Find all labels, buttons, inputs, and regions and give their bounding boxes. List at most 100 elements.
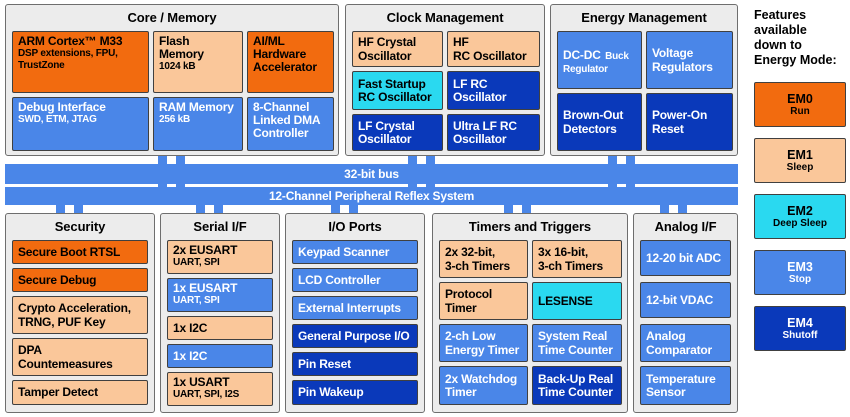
- legend-item-em4-id: EM4: [787, 315, 813, 330]
- block-general-purpose-io-title: General Purpose I/O: [298, 328, 410, 343]
- block-debug-interface-title: Debug Interface: [18, 100, 106, 114]
- bus-link-d: [426, 184, 435, 187]
- block-general-purpose-io: General Purpose I/O: [292, 324, 418, 348]
- block-1x-eusart-title: 1x EUSART: [173, 281, 238, 295]
- bus-stub-clock-b: [426, 156, 435, 165]
- block-buck-label: Buck: [605, 50, 629, 62]
- legend-item-em2-id: EM2: [787, 203, 813, 218]
- block-tamper-detect: Tamper Detect: [12, 380, 148, 405]
- bus-peripheral-reflex-system: 12-Channel Peripheral Reflex System: [5, 187, 738, 205]
- panel-body-serial-if: 2x EUSART UART, SPI 1x EUSART UART, SPI …: [167, 240, 273, 407]
- bus-stub-core-memory-b: [176, 156, 185, 165]
- panel-io-ports: I/O Ports Keypad Scanner LCD Controller …: [285, 213, 425, 413]
- legend-item-em1: EM1 Sleep: [754, 138, 846, 183]
- block-lesense: LESENSE: [532, 282, 622, 320]
- block-2x-32bit-timers-title: 2x 32-bit,3-ch Timers: [445, 245, 510, 273]
- legend-item-em2-name: Deep Sleep: [773, 217, 827, 229]
- block-debug-interface: Debug Interface SWD, ETM, JTAG: [12, 97, 149, 151]
- bus-stub-security-a: [56, 205, 65, 214]
- legend-item-em3: EM3 Stop: [754, 250, 846, 295]
- panel-title-core-memory: Core / Memory: [127, 10, 217, 25]
- block-crypto-acceleration-title: Crypto Acceleration,TRNG, PUF Key: [18, 301, 131, 329]
- block-crypto-acceleration: Crypto Acceleration,TRNG, PUF Key: [12, 296, 148, 334]
- block-arm-cortex-m33: ARM Cortex™ M33 DSP extensions, FPU,Trus…: [12, 31, 149, 93]
- panel-analog-if: Analog I/F 12-20 bit ADC 12-bit VDAC Ana…: [633, 213, 738, 413]
- legend-item-em3-id: EM3: [787, 259, 813, 274]
- bus-stub-serial-a: [196, 205, 205, 214]
- block-ram-memory-title: RAM Memory: [159, 100, 234, 114]
- bus-peripheral-reflex-system-label: 12-Channel Peripheral Reflex System: [268, 189, 475, 203]
- bus-stub-timers-a: [504, 205, 513, 214]
- block-secure-boot-rtsl: Secure Boot RTSL: [12, 240, 148, 264]
- block-2x-eusart-sub: UART, SPI: [173, 257, 220, 269]
- panel-title-timers-triggers: Timers and Triggers: [468, 219, 592, 234]
- legend-item-em4: EM4 Shutoff: [754, 306, 846, 351]
- bus-32-bit-label: 32-bit bus: [344, 167, 399, 181]
- block-dcdc-buck-regulator-sub: Regulator: [563, 63, 608, 75]
- bus-stub-io-a: [331, 205, 340, 214]
- block-1x-usart: 1x USART UART, SPI, I2S: [167, 372, 273, 406]
- block-1x-eusart: 1x EUSART UART, SPI: [167, 278, 273, 312]
- legend-title-line-3: down to: [754, 38, 802, 52]
- legend-item-em0-name: Run: [790, 105, 810, 117]
- block-1x-usart-sub: UART, SPI, I2S: [173, 389, 240, 401]
- block-secure-debug-title: Secure Debug: [18, 272, 97, 287]
- block-pin-wakeup-title: Pin Wakeup: [298, 385, 364, 400]
- block-pin-reset-title: Pin Reset: [298, 356, 351, 371]
- block-pin-wakeup: Pin Wakeup: [292, 380, 418, 405]
- block-lcd-controller: LCD Controller: [292, 268, 418, 292]
- legend-title: Features available down to Energy Mode:: [754, 8, 846, 68]
- bus-link-e: [608, 184, 617, 187]
- panel-serial-if: Serial I/F 2x EUSART UART, SPI 1x EUSART…: [160, 213, 280, 413]
- block-1x-eusart-sub: UART, SPI: [173, 295, 220, 307]
- panel-title-security: Security: [54, 219, 106, 234]
- block-external-interrupts-title: External Interrupts: [298, 300, 401, 315]
- block-adc-title: 12-20 bit ADC: [646, 250, 721, 265]
- block-external-interrupts: External Interrupts: [292, 296, 418, 320]
- block-3x-16bit-timers: 3x 16-bit,3-ch Timers: [532, 240, 622, 278]
- panel-title-analog-if: Analog I/F: [654, 219, 717, 234]
- block-dcdc-label: DC-DC: [563, 47, 601, 62]
- bus-stub-analog-b: [678, 205, 687, 214]
- legend-item-em2: EM2 Deep Sleep: [754, 194, 846, 239]
- block-arm-cortex-m33-sub: DSP extensions, FPU,TrustZone: [18, 48, 118, 72]
- panel-timers-triggers: Timers and Triggers 2x 32-bit,3-ch Timer…: [432, 213, 628, 413]
- block-secure-debug: Secure Debug: [12, 268, 148, 292]
- legend-item-em1-name: Sleep: [786, 161, 814, 173]
- panel-title-clock-management: Clock Management: [386, 10, 504, 25]
- legend-item-em3-name: Stop: [788, 273, 812, 285]
- bus-stub-serial-b: [214, 205, 223, 214]
- bus-stub-clock-a: [408, 156, 417, 165]
- block-ram-memory: RAM Memory 256 kB: [153, 97, 243, 151]
- panel-body-security: Secure Boot RTSL Secure Debug Crypto Acc…: [12, 240, 148, 407]
- block-vdac-title: 12-bit VDAC: [646, 292, 714, 307]
